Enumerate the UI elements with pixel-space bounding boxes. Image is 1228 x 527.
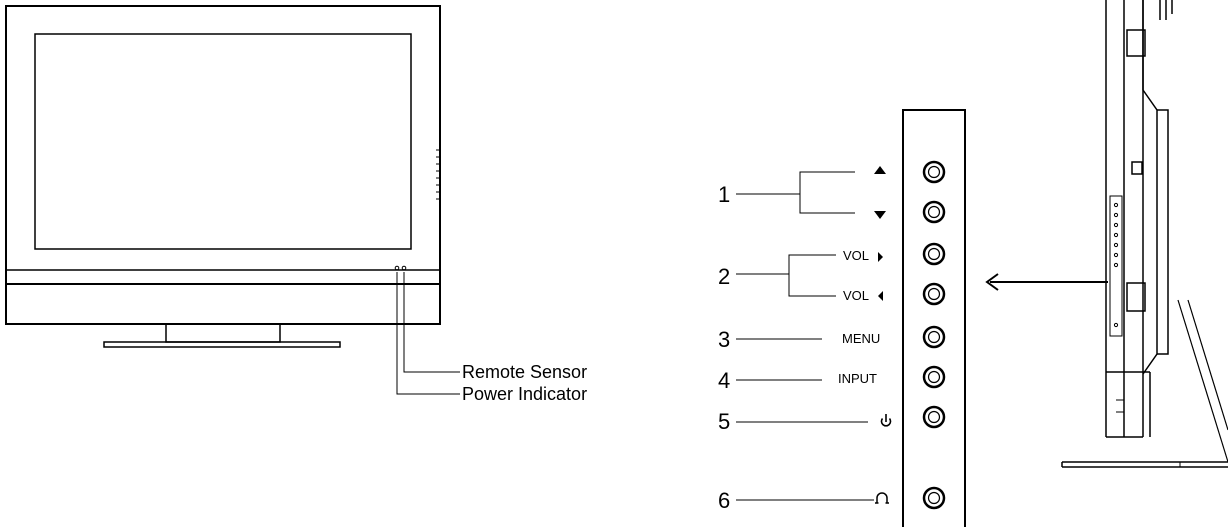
power-indicator-leader (396, 272, 460, 395)
volume-down-label: VOL (843, 288, 869, 303)
callout-number-3: 3 (718, 327, 730, 352)
tv-stand-neck (165, 323, 281, 343)
headphone-jack[interactable] (922, 486, 946, 510)
right-triangle-icon (878, 252, 883, 262)
tv-front-view (5, 5, 460, 395)
callout-number-4: 4 (718, 368, 730, 393)
volume-up-button[interactable] (922, 242, 946, 266)
up-triangle-icon (874, 166, 886, 174)
control-panel-strip (902, 109, 966, 527)
tv-bezel (5, 5, 441, 325)
tv-screen (34, 33, 412, 250)
input-label: INPUT (838, 371, 877, 386)
power-indicator-label: Power Indicator (462, 384, 587, 404)
input-button[interactable] (922, 365, 946, 389)
left-triangle-icon (878, 291, 883, 301)
control-panel: 1 2 VOL VOL 3 MENU 4 INPUT 5 (718, 109, 966, 527)
side-panel-buttons (1113, 202, 1119, 328)
remote-sensor-dot (394, 265, 400, 271)
detail-arrow (985, 273, 1108, 291)
menu-label: MENU (842, 331, 880, 346)
remote-sensor-label: Remote Sensor (462, 362, 587, 382)
power-icon (880, 414, 892, 427)
power-indicator-dot (401, 265, 407, 271)
headphone-icon (875, 492, 889, 504)
volume-down-button[interactable] (922, 282, 946, 306)
callout-number-1: 1 (718, 182, 730, 207)
down-triangle-icon (874, 211, 886, 219)
callout-number-5: 5 (718, 409, 730, 434)
volume-up-label: VOL (843, 248, 869, 263)
remote-sensor-leader (403, 272, 460, 373)
channel-down-button[interactable] (922, 200, 946, 224)
callout-number-2: 2 (718, 264, 730, 289)
menu-button[interactable] (922, 325, 946, 349)
power-button[interactable] (922, 405, 946, 429)
tv-stand-base (103, 341, 341, 348)
side-ventilation (436, 149, 440, 200)
channel-up-button[interactable] (922, 160, 946, 184)
callout-number-6: 6 (718, 488, 730, 513)
tv-side-view (1061, 0, 1228, 468)
